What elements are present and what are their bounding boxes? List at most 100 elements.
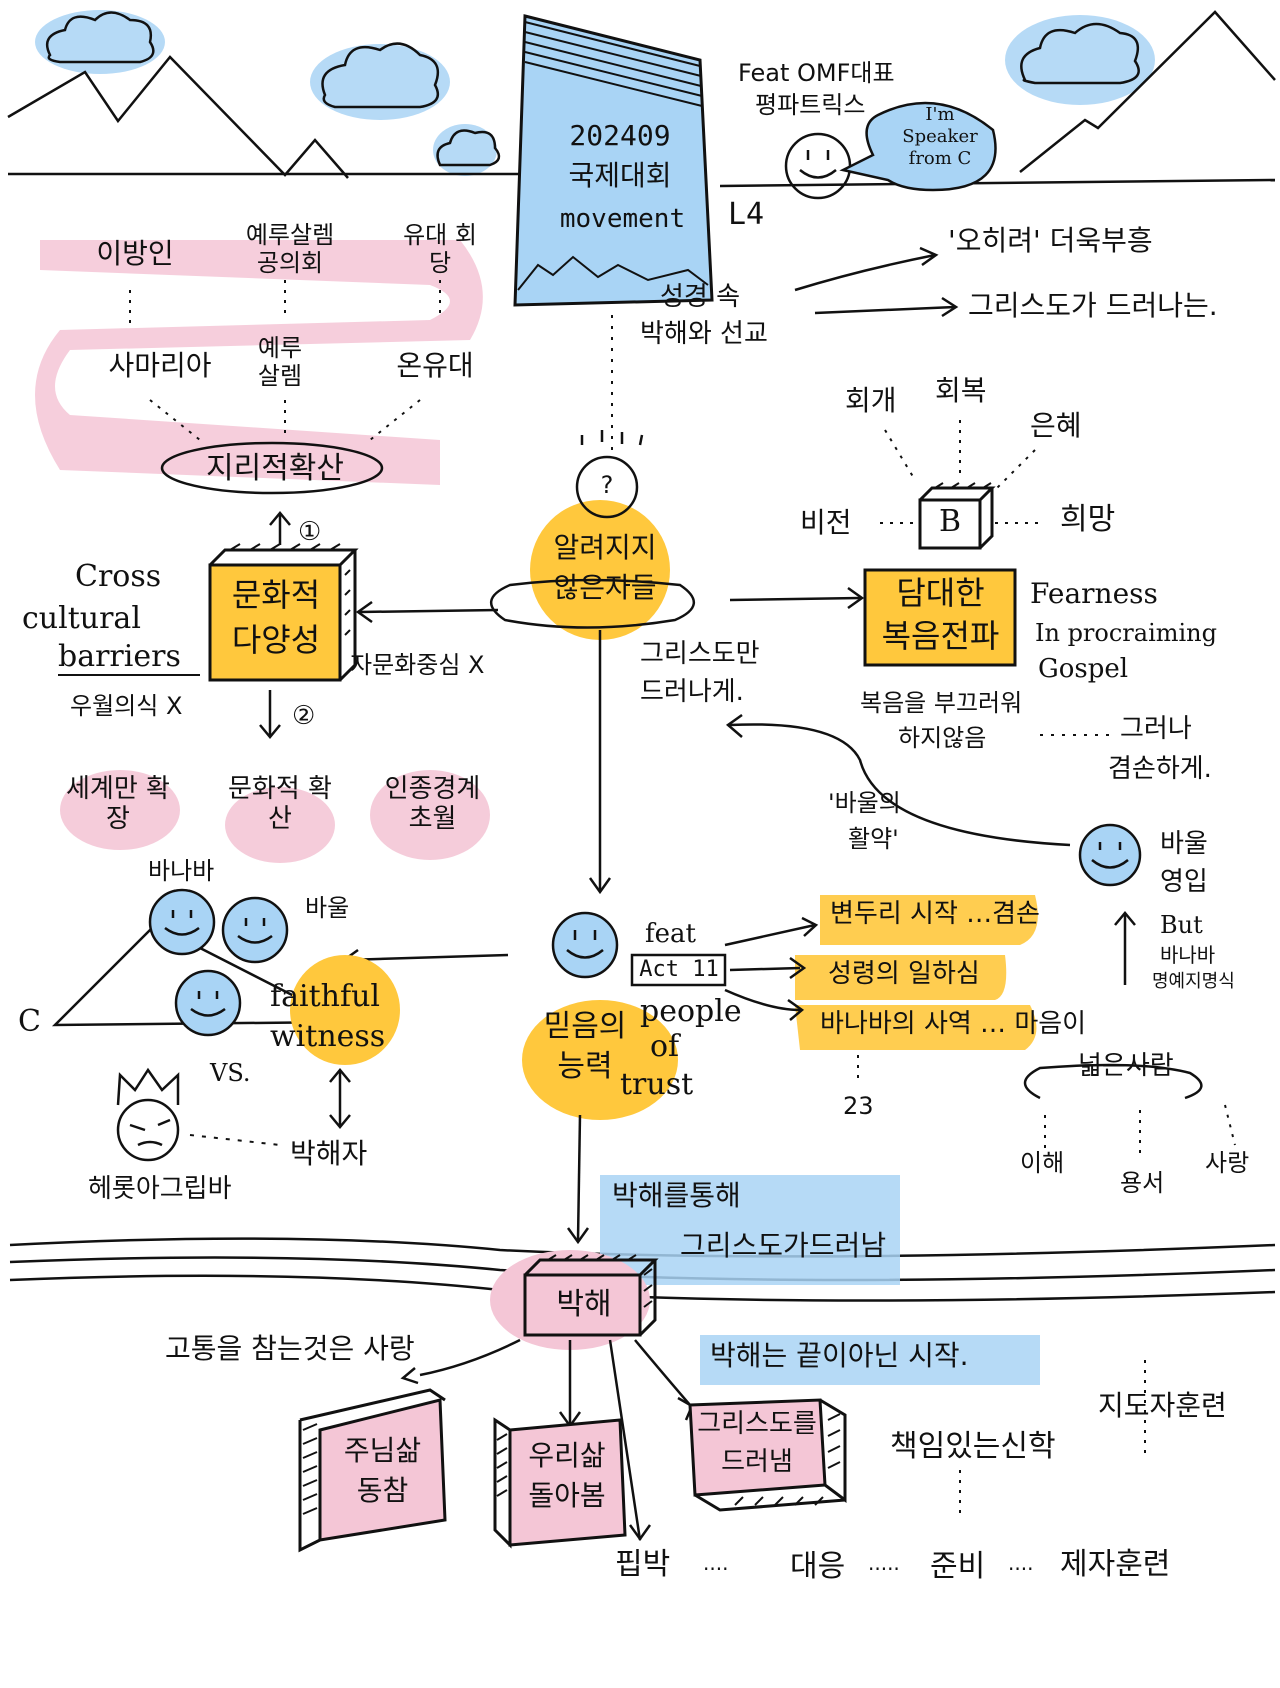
trait-forgiveness: 용서 [1120, 1169, 1165, 1197]
b-cube-letter: B [938, 504, 962, 539]
result-box-2-line-1: 우리삶 [528, 1439, 606, 1472]
speaker-name: 평파트릭스 [755, 91, 866, 119]
witness-king: 헤롯아그립바 [88, 1174, 232, 1204]
cloud-left-icon [35, 10, 165, 74]
bubble-line-1: I'm [925, 104, 955, 125]
persecution-through-2: 그리스도가드러남 [680, 1229, 887, 1262]
persecution-theology: 책임있는신학 [890, 1429, 1056, 1464]
culture-result-1: 세계만 확장 [66, 774, 170, 834]
faith-verse: 23 [843, 1092, 874, 1120]
center-title-2: 않은자들 [553, 571, 657, 604]
chain-dots-2: ····· [868, 1557, 900, 1581]
mountains-right [1019, 10, 1276, 173]
paul-but-naming: 명예지명식 [1152, 971, 1235, 992]
culture-result-3: 인종경계 초월 [384, 774, 481, 834]
mountains-left [7, 55, 349, 179]
faith-title-2: 능력 [557, 1049, 613, 1084]
geo-num: ① [298, 517, 322, 547]
witness-barnabas: 바나바 [148, 857, 215, 885]
word-grace: 은혜 [1030, 409, 1082, 442]
outcome-christ: 그리스도가 드러나는. [968, 289, 1218, 322]
result-box-1-line-2: 동참 [356, 1474, 409, 1507]
witness-en-1: faithful [270, 979, 380, 1014]
center-question-mark: ? [600, 471, 614, 499]
faith-act: Act 11 [639, 957, 719, 982]
barnabas-face-icon [148, 888, 216, 956]
banner-subtitle: movement [559, 204, 686, 234]
banner-flag [513, 14, 714, 307]
crown-icon [116, 1067, 180, 1106]
geo-jerusalem: 예루 살렘 [257, 334, 303, 390]
faith-point-3: 바나바의 사역 … 마음이 [820, 1009, 1087, 1039]
center-note-1: 그리스도만 [640, 639, 760, 669]
paul-name-1: 바울 [1160, 829, 1208, 859]
chain-prepare: 준비 [930, 1549, 986, 1584]
speaker-face-icon [784, 132, 852, 200]
geo-label: 지리적확산 [206, 451, 344, 486]
persecution-love: 고통을 참는것은 사랑 [165, 1332, 415, 1365]
center-cloud [490, 578, 695, 629]
trait-understanding: 이해 [1020, 1149, 1065, 1177]
geo-gentiles: 이방인 [96, 237, 174, 270]
culture-no-self-center: 자문화중심 X [350, 651, 485, 679]
faith-wide-person: 넓은사람 [1078, 1051, 1174, 1081]
bold-en-1: Fearness [1030, 577, 1158, 610]
bold-but-1: 그러나 [1120, 714, 1192, 744]
people-line-1: people [640, 994, 742, 1029]
center-title-1: 알려지지 [553, 531, 657, 564]
bold-note-1: 복음을 부끄러워 [860, 689, 1023, 717]
bold-line-2: 복음전파 [881, 617, 1000, 655]
culture-result-2: 문화적 확산 [228, 774, 332, 834]
geo-judea: 온유대 [396, 349, 474, 382]
bold-line-1: 담대한 [896, 574, 985, 612]
paul-face-icon [1078, 823, 1142, 887]
bold-note-2: 하지않음 [898, 724, 987, 752]
faith-point-2: 성령의 일하심 [828, 959, 980, 989]
word-hope: 희망 [1060, 502, 1116, 537]
question-face-icon [575, 455, 639, 519]
word-restoration: 회복 [935, 374, 987, 407]
paul-quote-2: 활약' [848, 825, 899, 853]
culture-num: ② [292, 701, 316, 731]
witness-paul: 바울 [305, 894, 350, 922]
cloud-small-icon [433, 124, 497, 176]
culture-no-superiority: 우월의식 X [70, 692, 183, 720]
speaker-label: L4 [728, 197, 765, 232]
faith-title-1: 믿음의 [543, 1009, 627, 1044]
paul-but: But [1160, 911, 1203, 939]
paul-but-barnabas: 바나바 [1160, 943, 1216, 967]
bible-line-1: 성경 속 [660, 282, 741, 312]
banner-title: 국제대회 [568, 159, 672, 192]
bold-en-2: In procraiming [1035, 619, 1218, 647]
word-repentance: 회개 [845, 384, 897, 417]
witness-vs: VS. [210, 1059, 251, 1087]
witness-persecutor: 박해자 [290, 1137, 368, 1170]
persecution-not-end: 박해는 끝이아닌 시작. [710, 1339, 969, 1372]
result-box-3-line-2: 드러냄 [721, 1447, 793, 1477]
pink-band-geo [35, 240, 483, 485]
persecution-through-1: 박해를통해 [612, 1179, 741, 1212]
culture-en-2: cultural [22, 601, 141, 636]
chain-discipleship: 제자훈련 [1060, 1547, 1171, 1582]
banner-date: 202409 [569, 119, 671, 152]
bold-en-3: Gospel [1038, 654, 1129, 684]
bold-but-2: 겸손하게. [1108, 754, 1212, 784]
chain-persecution: 핍박 [615, 1547, 671, 1582]
paul-quote-1: '바울의 [828, 789, 901, 817]
culture-en-1: Cross [75, 559, 162, 594]
speaker-feat: Feat OMF대표 [738, 59, 895, 87]
result-box-3-line-1: 그리스도를 [697, 1409, 817, 1439]
cloud-center-icon [310, 44, 450, 120]
persecution-label: 박해 [556, 1287, 612, 1322]
faith-feat: feat [645, 919, 696, 949]
trait-love: 사랑 [1205, 1149, 1250, 1177]
persecution-leader: 지도자훈련 [1098, 1389, 1227, 1422]
culture-en-3: barriers [58, 639, 181, 674]
people-line-2: of [650, 1029, 680, 1064]
third-face-icon [174, 969, 242, 1037]
bible-line-2: 박해와 선교 [640, 319, 768, 349]
paul-name-2: 영입 [1160, 867, 1208, 897]
faith-point-1: 변두리 시작 …겸손 [830, 899, 1040, 929]
outcome-revival: '오히려' 더욱부흥 [948, 224, 1153, 257]
